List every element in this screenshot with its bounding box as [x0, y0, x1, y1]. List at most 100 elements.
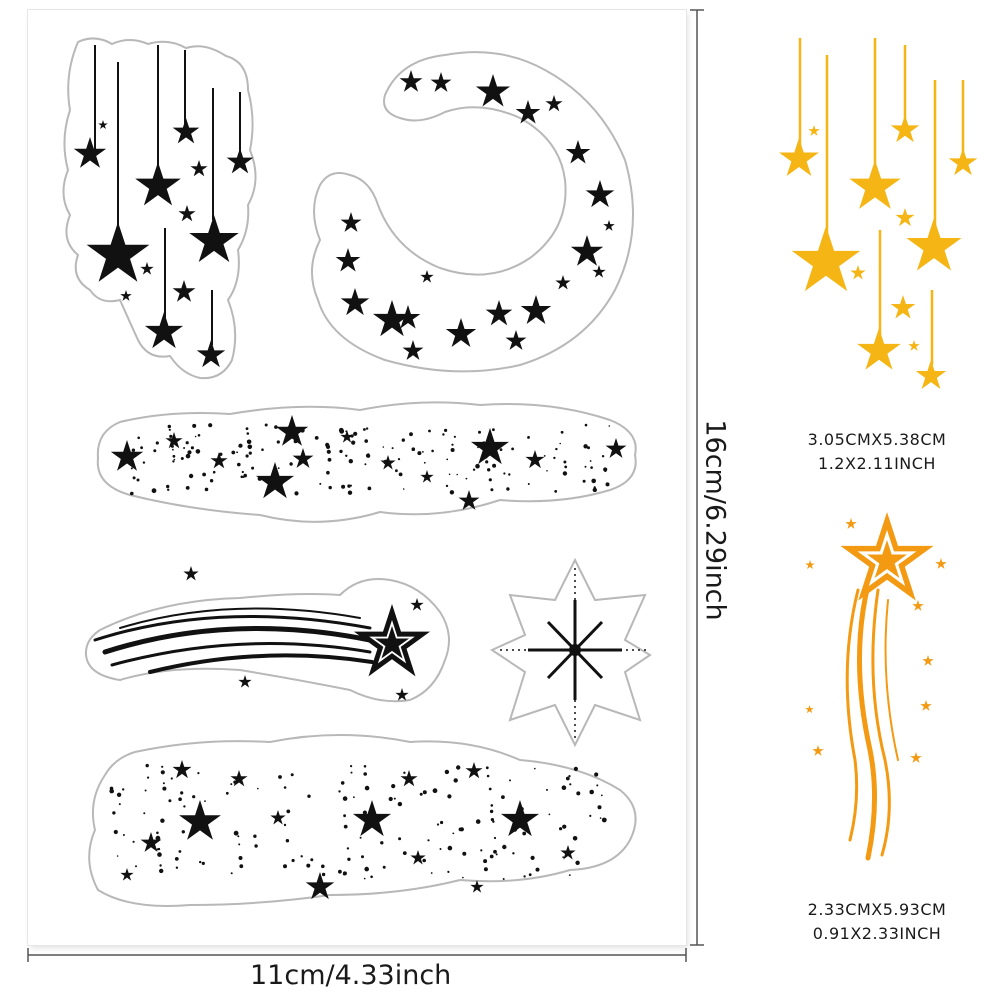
- dust-dot: [285, 839, 290, 843]
- burst-center: [569, 644, 581, 656]
- dust-dot: [326, 449, 331, 454]
- dust-dot: [194, 435, 197, 438]
- dust-dot: [367, 486, 372, 491]
- dust-dot: [173, 458, 176, 461]
- preview-tail: [884, 599, 899, 761]
- dust-dot: [237, 835, 240, 838]
- dust-dot: [253, 834, 257, 838]
- dust-dot: [480, 849, 483, 852]
- dust-dot: [251, 466, 255, 470]
- dust-dot: [562, 471, 568, 476]
- dust-dot: [116, 792, 122, 797]
- dust-dot: [451, 443, 454, 446]
- dust-dot: [568, 775, 571, 778]
- dust-dot: [364, 439, 369, 443]
- dust-dot: [350, 771, 353, 774]
- dust-dot: [209, 479, 214, 483]
- dust-dot: [458, 827, 463, 832]
- dust-dot: [444, 769, 450, 775]
- dust-dot: [326, 470, 330, 475]
- dust-dot: [204, 487, 209, 492]
- dust-dot: [546, 470, 548, 472]
- dust-dot: [506, 487, 510, 491]
- dust-dot: [167, 488, 170, 491]
- dust-dot: [382, 446, 385, 448]
- dust-dot: [600, 794, 603, 797]
- dust-dot: [569, 783, 572, 786]
- dust-dot: [546, 788, 548, 791]
- dust-dot: [484, 455, 488, 459]
- dust-dot: [247, 444, 253, 450]
- shooting-star-stamp: [84, 566, 450, 703]
- dust-dot: [439, 848, 442, 850]
- dust-dot: [230, 783, 233, 786]
- preview-star: [915, 360, 947, 389]
- dust-dot: [283, 864, 287, 869]
- dust-dot: [391, 447, 394, 450]
- dust-dot: [192, 423, 197, 428]
- dust-dot: [166, 484, 170, 489]
- dust-dot: [157, 852, 162, 857]
- dust-dot: [130, 467, 133, 470]
- dust-dot: [289, 462, 293, 466]
- dust-dot: [190, 446, 194, 450]
- dust-dot: [575, 860, 580, 865]
- dust-dot: [605, 482, 610, 487]
- dust-dot: [293, 439, 298, 444]
- dust-dot: [488, 478, 492, 482]
- dust-dot: [452, 832, 455, 835]
- dust-dot: [321, 872, 326, 877]
- dust-dot: [453, 435, 456, 438]
- dust-dot: [339, 449, 343, 454]
- dust-dot: [170, 438, 173, 441]
- dust-dot: [130, 491, 134, 496]
- dust-dot: [155, 835, 161, 841]
- dust-dot: [363, 765, 367, 768]
- dust-dot: [403, 771, 406, 774]
- dust-dot: [492, 463, 497, 468]
- dust-dot: [364, 785, 370, 791]
- dust-dot: [168, 799, 172, 803]
- dust-dot: [447, 845, 453, 851]
- dust-dot: [502, 878, 505, 880]
- dust-dot: [402, 488, 405, 490]
- dust-dot: [562, 856, 565, 858]
- dust-dot: [162, 782, 165, 785]
- dust-dot: [584, 465, 587, 468]
- dust-dot: [431, 449, 434, 453]
- dust-dot: [444, 428, 448, 432]
- dust-dot: [363, 877, 366, 880]
- dust-dot: [144, 789, 147, 792]
- dust-dot: [503, 472, 506, 475]
- dust-dot: [483, 867, 488, 872]
- dust-dot: [345, 454, 348, 457]
- dust-dot: [584, 423, 588, 427]
- dust-dot: [363, 428, 366, 431]
- dust-dot: [183, 447, 186, 449]
- tail-stroke: [119, 607, 361, 629]
- dust-dot: [178, 850, 182, 853]
- dust-dot: [440, 820, 444, 825]
- dust-dot: [345, 430, 348, 433]
- preview-star: [948, 148, 978, 176]
- dust-dot: [475, 819, 481, 824]
- dust-dot: [490, 804, 494, 807]
- dust-dot: [254, 844, 258, 848]
- dust-dot: [487, 468, 491, 472]
- dust-dot: [583, 444, 588, 449]
- dust-dot: [472, 468, 476, 471]
- dust-dot: [170, 777, 173, 780]
- dust-dot: [522, 831, 527, 836]
- dust-dot: [512, 852, 515, 855]
- falling-stars-outline: [62, 37, 257, 380]
- dust-dot: [237, 462, 241, 467]
- preview-star: [791, 226, 861, 292]
- dust-dot: [366, 454, 371, 458]
- dust-dot: [477, 446, 479, 449]
- dust-dot: [185, 441, 189, 445]
- dust-dot: [395, 469, 398, 473]
- dust-dot: [456, 765, 461, 770]
- dust-dot: [257, 787, 259, 790]
- dust-dot: [116, 855, 119, 857]
- dust-dot: [225, 791, 229, 795]
